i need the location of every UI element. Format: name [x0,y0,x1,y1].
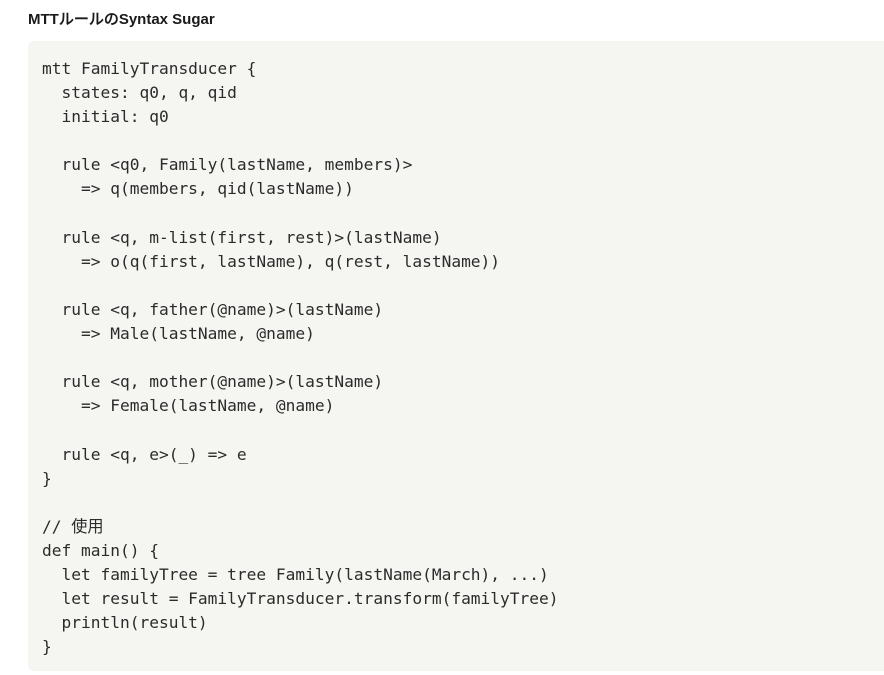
code-line [42,418,884,442]
code-line: // 使用 [42,516,104,536]
code-line: => o(q(first, lastName), q(rest, lastNam… [42,251,501,271]
code-line: } [42,468,52,488]
code-line: => q(members, qid(lastName)) [42,179,354,199]
code-line: => Male(lastName, @name) [42,324,315,344]
code-line: println(result) [42,613,208,633]
code-line: states: q0, q, qid [42,83,237,103]
code-line: rule <q, m-list(first, rest)>(lastName) [42,227,442,247]
code-line [42,129,884,153]
code-line [42,274,884,298]
code-line: mtt FamilyTransducer { [42,59,257,78]
code-line: initial: q0 [42,107,169,127]
code-line: } [42,637,52,657]
code-line: let result = FamilyTransducer.transform(… [42,589,559,609]
code-line: rule <q, father(@name)>(lastName) [42,299,384,319]
code-line: rule <q, mother(@name)>(lastName) [42,372,384,392]
code-line [42,346,884,370]
code-line [42,491,884,515]
code-line: rule <q, e>(_) => e [42,444,247,464]
code-line: def main() { [42,540,159,560]
code-block[interactable]: mtt FamilyTransducer { states: q0, q, qi… [28,41,884,671]
code-line: rule <q0, Family(lastName, members)> [42,155,413,175]
code-line [42,202,884,226]
code-line: => Female(lastName, @name) [42,396,335,416]
section-heading: MTTルールのSyntax Sugar [28,11,215,28]
code-line: let familyTree = tree Family(lastName(Ma… [42,564,549,584]
